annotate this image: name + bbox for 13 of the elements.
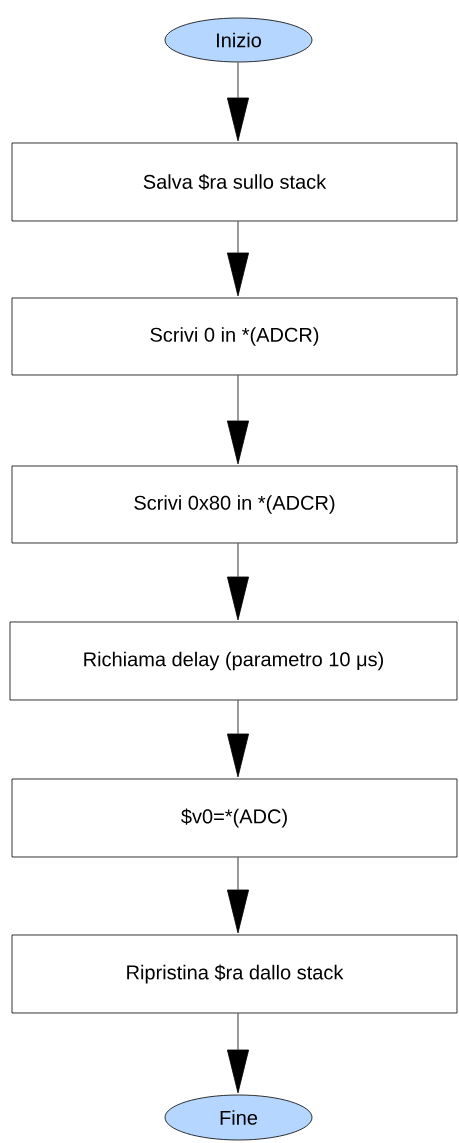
arrow [227,1013,249,1094]
arrow [227,543,249,621]
process-box: Scrivi 0x80 in *(ADCR) [11,465,458,544]
arrow [227,221,249,297]
arrow [227,62,249,142]
process-box: Richiama delay (parametro 10 μs) [9,621,458,701]
process-box: $v0=*(ADC) [11,778,458,858]
process-box: Salva $ra sullo stack [11,142,458,222]
arrow [227,857,249,934]
arrow [227,700,249,778]
process-box: Ripristina $ra dallo stack [11,934,458,1014]
process-box: Scrivi 0 in *(ADCR) [11,297,458,376]
arrow [227,375,249,465]
